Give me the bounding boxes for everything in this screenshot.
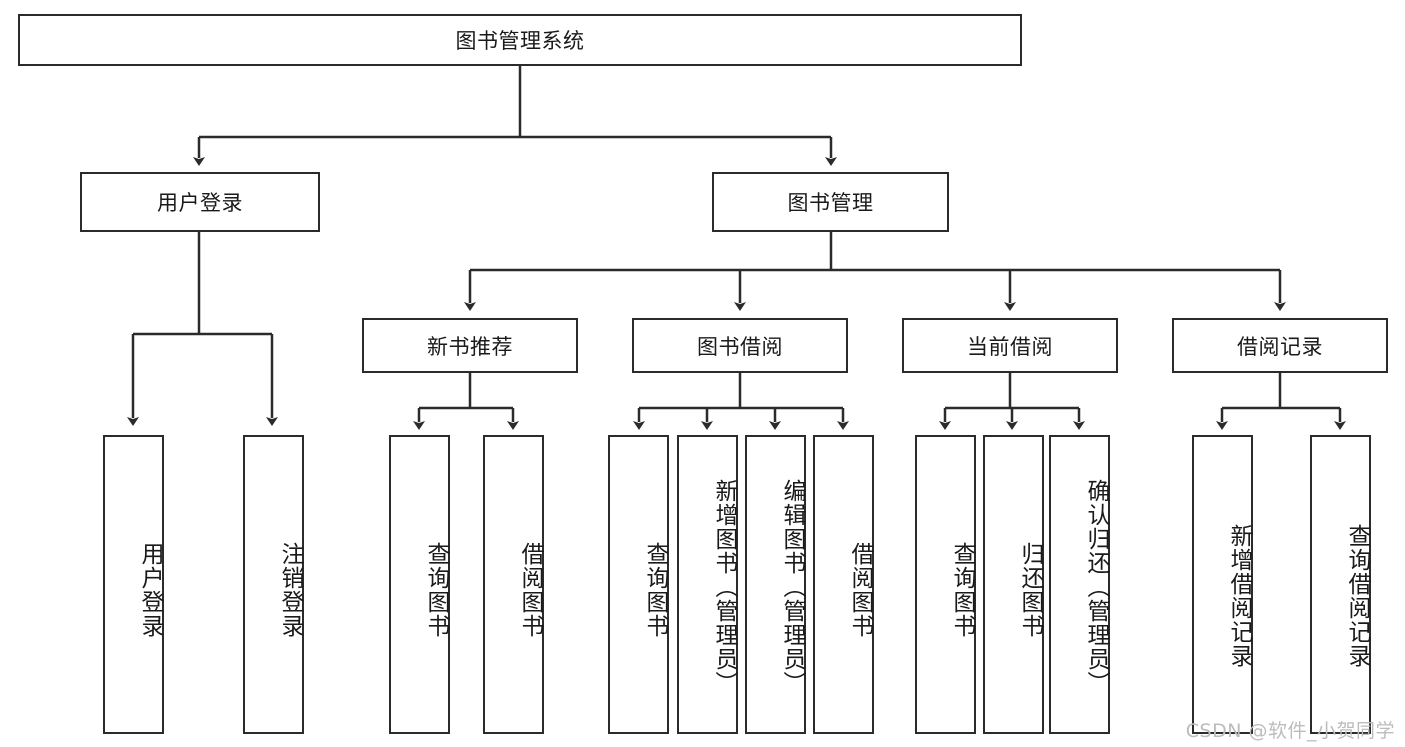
leaf-query-book-3-label: 查询图书 (949, 541, 975, 638)
leaf-logout-login-label: 注销登录 (277, 541, 303, 638)
node-borrow-record[interactable]: 借阅记录 (1172, 318, 1388, 373)
leaf-query-book-1[interactable]: 查询图书 (389, 435, 450, 734)
leaf-query-book-3[interactable]: 查询图书 (915, 435, 976, 734)
node-current-borrow[interactable]: 当前借阅 (902, 318, 1118, 373)
node-book-manage[interactable]: 图书管理 (712, 172, 949, 232)
leaf-borrow-book-1-label: 借阅图书 (517, 541, 543, 638)
leaf-confirm-return[interactable]: 确认归还（管理员） (1049, 435, 1110, 734)
leaf-query-record-label: 查询借阅记录 (1344, 523, 1370, 668)
leaf-edit-book-label: 编辑图书（管理员） (779, 478, 805, 695)
leaf-query-record[interactable]: 查询借阅记录 (1310, 435, 1371, 734)
node-new-book-recommend[interactable]: 新书推荐 (362, 318, 578, 373)
node-book-borrow-label: 图书借阅 (697, 334, 783, 359)
leaf-borrow-book-2[interactable]: 借阅图书 (813, 435, 874, 734)
node-user-login[interactable]: 用户登录 (80, 172, 320, 232)
leaf-add-book[interactable]: 新增图书（管理员） (677, 435, 738, 734)
leaf-query-book-2[interactable]: 查询图书 (608, 435, 669, 734)
node-borrow-record-label: 借阅记录 (1237, 334, 1323, 359)
csdn-watermark: CSDN @软件_小贺同学 (1185, 720, 1395, 742)
leaf-logout-login[interactable]: 注销登录 (243, 435, 304, 734)
node-current-borrow-label: 当前借阅 (967, 334, 1053, 359)
leaf-return-book[interactable]: 归还图书 (983, 435, 1044, 734)
leaf-borrow-book-1[interactable]: 借阅图书 (483, 435, 544, 734)
node-root-label: 图书管理系统 (455, 29, 585, 53)
node-root[interactable]: 图书管理系统 (18, 14, 1022, 66)
leaf-add-record-label: 新增借阅记录 (1226, 523, 1252, 668)
leaf-add-book-label: 新增图书（管理员） (711, 478, 737, 695)
leaf-user-login-label: 用户登录 (137, 541, 163, 638)
leaf-query-book-1-label: 查询图书 (423, 541, 449, 638)
leaf-edit-book[interactable]: 编辑图书（管理员） (745, 435, 806, 734)
node-user-login-label: 用户登录 (157, 191, 243, 215)
leaf-return-book-label: 归还图书 (1017, 541, 1043, 638)
node-book-manage-label: 图书管理 (787, 191, 874, 215)
node-new-book-recommend-label: 新书推荐 (427, 334, 513, 359)
leaf-add-record[interactable]: 新增借阅记录 (1192, 435, 1253, 734)
leaf-query-book-2-label: 查询图书 (642, 541, 668, 638)
node-book-borrow[interactable]: 图书借阅 (632, 318, 848, 373)
leaf-user-login[interactable]: 用户登录 (103, 435, 164, 734)
leaf-confirm-return-label: 确认归还（管理员） (1083, 478, 1109, 695)
leaf-borrow-book-2-label: 借阅图书 (847, 541, 873, 638)
